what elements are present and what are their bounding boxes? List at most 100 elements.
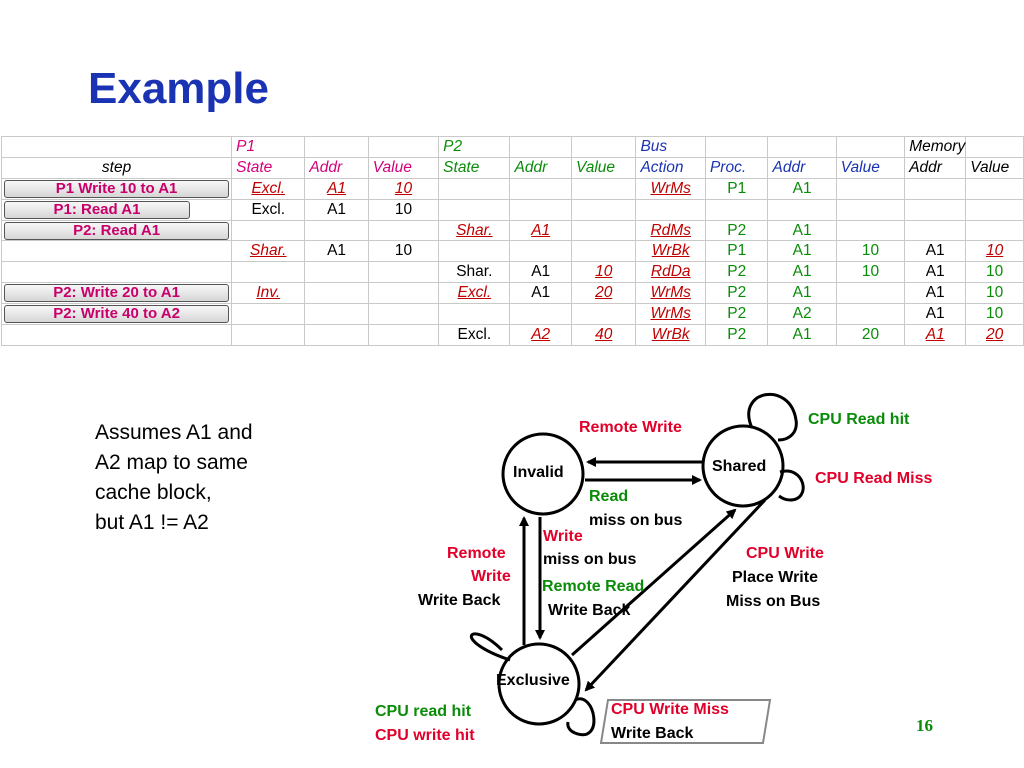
- table-cell: A1: [792, 221, 812, 239]
- invalid-state: [501, 432, 585, 516]
- table-row: Excl. A2 40 WrBk P2 A1 20 A1 20: [0, 324, 1024, 346]
- table-cell: Shar.: [456, 221, 493, 239]
- table-cell: P2: [727, 221, 747, 239]
- slide-title: Example: [88, 64, 269, 113]
- column-header-cell: State: [236, 158, 273, 176]
- group-header-cell: P1: [236, 137, 256, 155]
- table-cell: P1: [727, 179, 747, 197]
- table-cell: 10: [394, 179, 413, 197]
- column-header-cell: State: [443, 158, 480, 176]
- group-header-cell: Bus: [640, 137, 668, 155]
- cpu-read-miss-label: CPU Read Miss: [815, 470, 933, 487]
- table-cell: A1: [531, 284, 551, 302]
- cpu-read-hit-label: CPU read hit: [375, 703, 472, 720]
- shared-read-miss-loop: [778, 469, 805, 502]
- column-header-cell: Addr: [514, 158, 548, 176]
- table-cell: 10: [861, 242, 880, 260]
- step-button[interactable]: P2: Write 20 to A1: [4, 284, 230, 303]
- table-cell: A1: [792, 284, 812, 302]
- table-cell: A1: [531, 263, 551, 281]
- table-cell: A1: [327, 242, 347, 260]
- table-cell: P1: [727, 242, 747, 260]
- table-cell: P2: [727, 263, 747, 281]
- table-cell: P2: [727, 284, 747, 302]
- table-cell: Excl.: [457, 325, 492, 343]
- write-back-label: Write Back: [548, 602, 631, 619]
- shared-state: [701, 424, 785, 508]
- cpu-write-miss-label: CPU Write Miss: [611, 701, 729, 718]
- table-cell: 10: [985, 242, 1004, 260]
- table-cell: A1: [792, 179, 812, 197]
- column-header-cell: Value: [840, 158, 880, 176]
- table-column-header: step State Addr Value State Addr Value Action Pr…: [0, 156, 1024, 179]
- table-cell: WrBk: [651, 242, 690, 260]
- column-header-cell: step: [101, 158, 132, 176]
- write-label: Write: [543, 528, 583, 545]
- table-cell: 40: [595, 325, 613, 343]
- cpu-read-hit-label: CPU Read hit: [808, 411, 910, 428]
- assumption-line: Assumes A1 and: [95, 421, 253, 444]
- column-header-cell: Addr: [909, 158, 942, 176]
- exclusive-state: [497, 642, 581, 726]
- table-cell: A1: [792, 325, 812, 343]
- table-cell: WrMs: [650, 179, 691, 197]
- step-button[interactable]: P1: Read A1: [4, 200, 190, 219]
- table-cell: A1: [925, 284, 945, 302]
- remote-write-label: Write: [471, 568, 511, 585]
- read-label: Read: [589, 488, 629, 505]
- table-cell: 20: [861, 325, 880, 343]
- cpu-write-hit-label: CPU write hit: [375, 727, 475, 744]
- column-header-cell: Value: [970, 158, 1010, 176]
- exclusive-read-hit-loop: [470, 632, 511, 662]
- table-cell: WrMs: [650, 284, 691, 302]
- table-cell: Inv.: [256, 284, 281, 302]
- table-cell: 10: [595, 263, 613, 281]
- table-cell: Excl.: [251, 200, 286, 218]
- assumption-line: cache block,: [95, 481, 212, 504]
- table-cell: 10: [985, 263, 1004, 281]
- column-header-cell: Proc.: [709, 158, 747, 176]
- table-cell: A1: [327, 200, 347, 218]
- shared-state-label: Shared: [712, 458, 767, 475]
- table-cell: A1: [925, 305, 945, 323]
- table-cell: RdDa: [650, 263, 691, 281]
- table-cell: 10: [985, 305, 1004, 323]
- table-cell: A1: [792, 242, 812, 260]
- remote-label: Remote: [447, 545, 506, 562]
- assumption-note: Assumes A1 and A2 map to same cache bloc…: [95, 418, 253, 538]
- write-back-label: Write Back: [611, 725, 694, 742]
- table-cell: A1: [327, 179, 347, 197]
- exclusive-write-hit-loop: [566, 697, 596, 737]
- column-header-cell: Action: [640, 158, 684, 176]
- column-header-cell: Value: [372, 158, 412, 176]
- table-cell: A1: [531, 221, 551, 239]
- invalid-state-label: Invalid: [513, 464, 564, 481]
- step-button[interactable]: P1 Write 10 to A1: [4, 179, 230, 198]
- table-cell: WrBk: [651, 325, 690, 343]
- table-cell: A2: [792, 305, 812, 323]
- table-cell: A1: [925, 263, 945, 281]
- table-cell: P2: [727, 325, 747, 343]
- miss-on-bus-label: Miss on Bus: [726, 593, 821, 610]
- cpu-write-label: CPU Write: [746, 545, 824, 562]
- remote-write-label: Remote Write: [579, 419, 682, 436]
- step-button[interactable]: P2: Write 40 to A2: [4, 305, 230, 324]
- table-cell: 10: [394, 200, 413, 218]
- table-cell: A1: [925, 325, 945, 343]
- assumption-line: A2 map to same: [95, 451, 248, 474]
- exclusive-state-label: Exclusive: [496, 672, 570, 689]
- page-number: 16: [916, 716, 933, 735]
- group-header-cell: P2: [443, 137, 463, 155]
- remote-read-label: Remote Read: [542, 578, 645, 595]
- step-button[interactable]: P2: Read A1: [4, 221, 230, 240]
- table-cell: RdMs: [650, 221, 691, 239]
- table-cell: A2: [531, 325, 551, 343]
- miss-on-bus-label: miss on bus: [543, 551, 637, 568]
- table-cell: P2: [727, 305, 747, 323]
- table-cell: 20: [985, 325, 1004, 343]
